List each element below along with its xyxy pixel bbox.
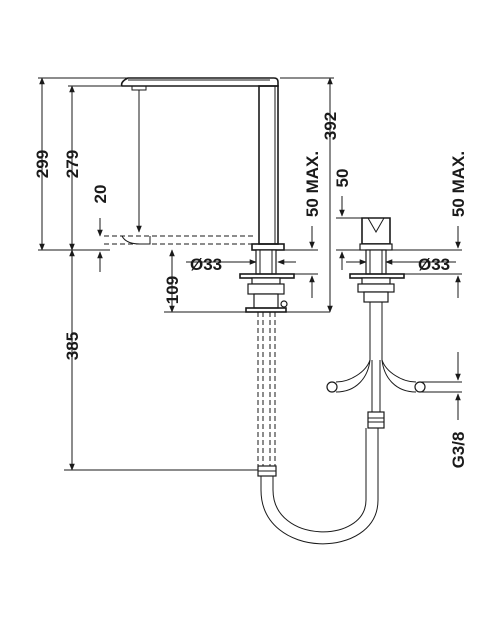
dim-diameter-right: Ø33 <box>418 255 450 274</box>
dim-diameter-left: Ø33 <box>190 255 222 274</box>
dim-50: 50 <box>333 169 352 188</box>
mixer-body <box>326 217 426 429</box>
flex-hose <box>260 428 379 545</box>
dimension-labels: 299 279 20 385 109 392 50 MAX. 50 50 MAX… <box>33 112 468 469</box>
dimension-lines <box>38 77 462 471</box>
dim-50-max-right: 50 MAX. <box>449 151 468 217</box>
dim-279: 279 <box>63 150 82 178</box>
dim-20: 20 <box>91 185 110 204</box>
dim-299: 299 <box>33 150 52 178</box>
dim-109: 109 <box>163 276 182 304</box>
dim-thread-g3-8: G3/8 <box>449 432 468 469</box>
dim-50-max-left: 50 MAX. <box>303 151 322 217</box>
dim-392: 392 <box>321 112 340 140</box>
dim-385: 385 <box>63 332 82 360</box>
spout-faucet <box>104 77 295 477</box>
